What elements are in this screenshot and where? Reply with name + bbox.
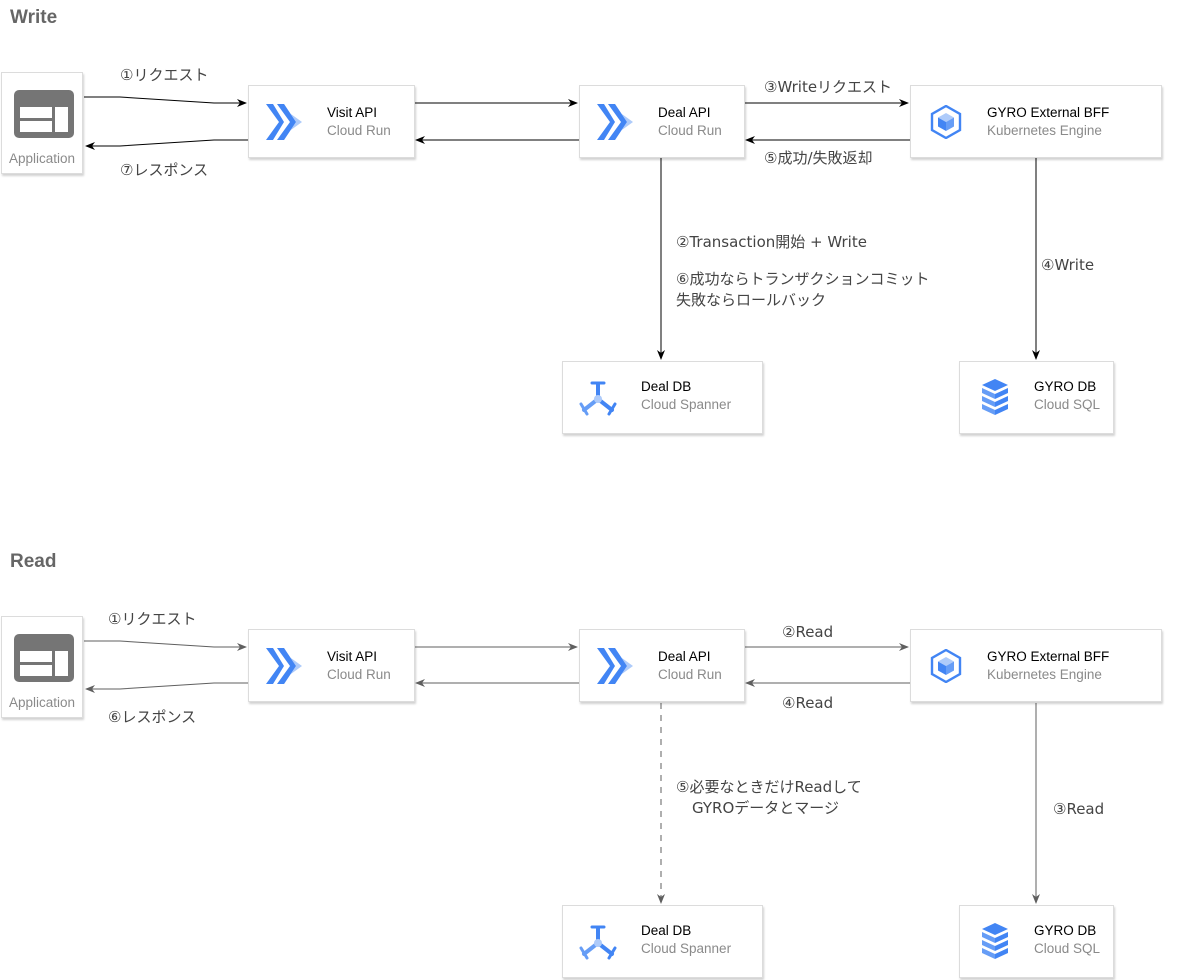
write-response-label: ⑦レスポンス: [120, 161, 209, 179]
write-transaction-begin-label: ②Transaction開始 + Write: [676, 233, 867, 251]
application-window-icon: [14, 634, 74, 682]
write-visit-api-name: Visit API: [327, 105, 378, 120]
read-deal-api-node[interactable]: Deal API Cloud Run: [579, 629, 745, 702]
read-request-label: ①リクエスト: [108, 610, 197, 628]
cloud-run-icon: [597, 648, 633, 684]
application-window-icon: [14, 90, 74, 138]
cloud-sql-icon: [982, 923, 1008, 959]
read-gyro-db-name: GYRO DB: [1034, 923, 1097, 938]
read-visit-api-node[interactable]: Visit API Cloud Run: [248, 629, 415, 702]
write-visit-to-app-arrow: [85, 139, 248, 150]
read-application-label: Application: [8, 695, 76, 710]
write-success-fail-label: ⑤成功/失敗返却: [764, 149, 873, 167]
read-deal-api-name: Deal API: [658, 649, 711, 664]
read-gyro-read-label: ③Read: [1053, 800, 1105, 818]
write-deal-api-service: Cloud Run: [658, 123, 722, 138]
read-gyro-bff-node[interactable]: GYRO External BFF Kubernetes Engine: [910, 629, 1162, 702]
read-deal-db-name: Deal DB: [641, 923, 692, 938]
write-request-label: ①リクエスト: [120, 66, 209, 84]
write-write-request-label: ③Writeリクエスト: [764, 78, 893, 96]
write-application-label: Application: [8, 151, 76, 166]
write-deal-db-name: Deal DB: [641, 379, 692, 394]
read-read-request-label: ②Read: [782, 623, 834, 641]
read-read-return-label: ④Read: [782, 694, 834, 712]
write-gyro-bff-node[interactable]: GYRO External BFF Kubernetes Engine: [910, 85, 1162, 158]
write-gyro-bff-name: GYRO External BFF: [987, 105, 1110, 120]
read-response-label: ⑥レスポンス: [108, 708, 197, 726]
read-merge-label-line2: GYROデータとマージ: [692, 799, 839, 817]
cloud-run-icon: [266, 104, 302, 140]
write-application-node[interactable]: Application: [1, 72, 83, 174]
write-gyro-db-name: GYRO DB: [1034, 379, 1097, 394]
read-section-title: Read: [10, 551, 57, 572]
read-app-to-visit-arrow: [84, 640, 247, 651]
read-visit-to-app-arrow: [85, 682, 248, 693]
write-deal-api-node[interactable]: Deal API Cloud Run: [579, 85, 745, 158]
write-section-title: Write: [10, 7, 58, 28]
cloud-run-icon: [597, 104, 633, 140]
read-gyro-bff-name: GYRO External BFF: [987, 649, 1110, 664]
cloud-run-icon: [266, 648, 302, 684]
write-visit-api-service: Cloud Run: [327, 123, 391, 138]
write-app-to-visit-arrow: [84, 96, 247, 107]
write-deal-db-node[interactable]: Deal DB Cloud Spanner: [562, 361, 763, 434]
cloud-sql-icon: [982, 379, 1008, 415]
write-deal-db-service: Cloud Spanner: [641, 397, 732, 412]
read-application-node[interactable]: Application: [1, 616, 83, 718]
write-gyro-db-service: Cloud SQL: [1034, 397, 1101, 412]
read-merge-label-line1: ⑤必要なときだけReadして: [676, 778, 862, 796]
cloud-spanner-icon: [579, 925, 617, 960]
write-deal-api-name: Deal API: [658, 105, 711, 120]
write-gyro-bff-service: Kubernetes Engine: [987, 123, 1102, 138]
read-gyro-db-service: Cloud SQL: [1034, 941, 1101, 956]
cloud-spanner-icon: [579, 381, 617, 416]
kubernetes-engine-icon: [930, 649, 962, 683]
write-visit-api-node[interactable]: Visit API Cloud Run: [248, 85, 415, 158]
write-commit-label-line1: ⑥成功ならトランザクションコミット: [676, 270, 930, 288]
read-gyro-db-node[interactable]: GYRO DB Cloud SQL: [959, 905, 1114, 978]
read-deal-api-service: Cloud Run: [658, 667, 722, 682]
read-visit-api-name: Visit API: [327, 649, 378, 664]
read-deal-db-service: Cloud Spanner: [641, 941, 732, 956]
kubernetes-engine-icon: [930, 105, 962, 139]
write-gyro-db-node[interactable]: GYRO DB Cloud SQL: [959, 361, 1114, 434]
write-commit-label-line2: 失敗ならロールバック: [676, 291, 827, 309]
read-gyro-bff-service: Kubernetes Engine: [987, 667, 1102, 682]
read-deal-db-node[interactable]: Deal DB Cloud Spanner: [562, 905, 763, 978]
write-gyro-write-label: ④Write: [1041, 256, 1095, 274]
read-visit-api-service: Cloud Run: [327, 667, 391, 682]
